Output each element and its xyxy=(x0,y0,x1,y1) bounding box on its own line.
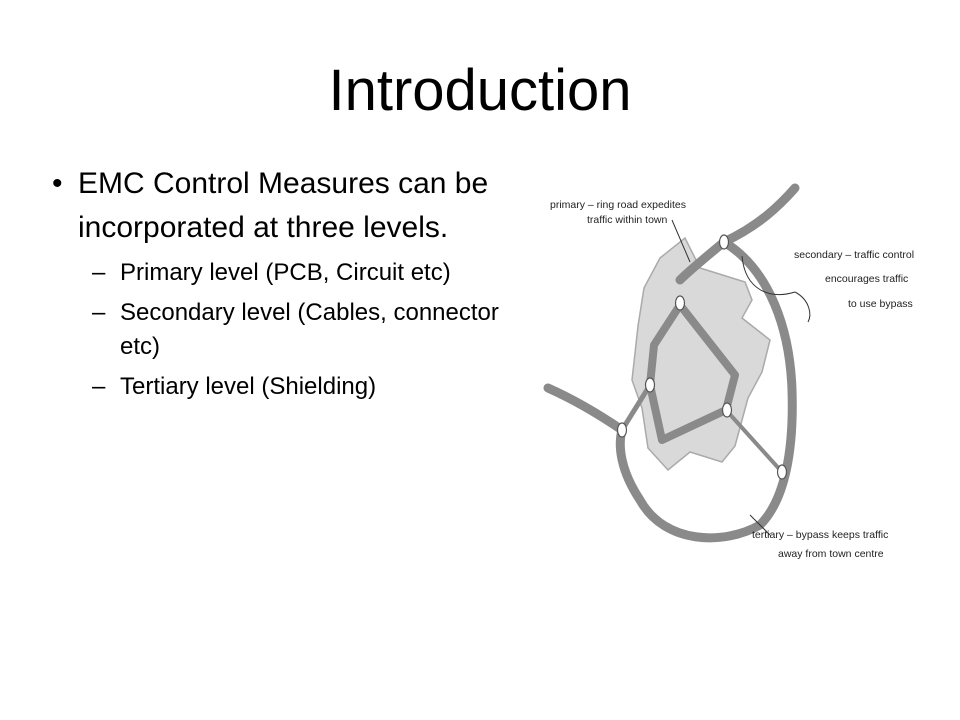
bullet-item: • EMC Control Measures can be incorporat… xyxy=(52,162,512,250)
secondary-label-line1: secondary – traffic control xyxy=(794,249,914,261)
connector-road xyxy=(619,383,653,432)
sub-bullet-marker: – xyxy=(92,299,106,326)
primary-label-line2: traffic within town xyxy=(587,214,667,226)
bullet-marker: • xyxy=(52,167,63,200)
branch-road xyxy=(724,408,784,474)
bypass-road xyxy=(615,237,797,543)
primary-leader xyxy=(671,219,691,263)
tertiary-leader xyxy=(749,514,771,536)
secondary-label-line3: to use bypass xyxy=(848,298,913,310)
junction-node xyxy=(644,377,656,393)
sub-bullet-marker: – xyxy=(92,373,106,400)
sub-bullet-item: – Primary level (PCB, Circuit etc) xyxy=(92,256,512,290)
junction-node xyxy=(718,234,730,250)
emc-levels-diagram: primary – ring road expedites traffic wi… xyxy=(543,183,914,560)
junction-node xyxy=(674,295,686,311)
main-road-left xyxy=(543,383,627,435)
sub-bullet-text: Primary level (PCB, Circuit etc) xyxy=(120,259,451,286)
bullet-list: • EMC Control Measures can be incorporat… xyxy=(52,162,512,404)
slide-title: Introduction xyxy=(328,58,632,123)
sub-bullet-text: Secondary level (Cables, connector etc) xyxy=(120,299,499,360)
ring-road xyxy=(646,301,739,444)
control-arc-inner xyxy=(794,291,811,323)
tertiary-label-line1: tertiary – bypass keeps traffic xyxy=(752,529,888,541)
sub-bullet-item: – Tertiary level (Shielding) xyxy=(92,370,512,404)
sub-bullet-item: – Secondary level (Cables, connector etc… xyxy=(92,296,512,364)
sub-bullet-text: Tertiary level (Shielding) xyxy=(120,373,377,400)
secondary-label-line2: encourages traffic xyxy=(825,273,908,285)
tertiary-label-line2: away from town centre xyxy=(778,548,884,560)
junction-node xyxy=(616,422,628,438)
junction-node xyxy=(721,402,733,418)
main-road-top xyxy=(675,183,800,285)
junction-node xyxy=(776,464,788,480)
primary-label-line1: primary – ring road expedites xyxy=(550,199,686,211)
bullet-text: EMC Control Measures can be incorporated… xyxy=(78,167,489,244)
control-arc xyxy=(741,255,796,296)
sub-bullet-marker: – xyxy=(92,259,106,286)
town-area xyxy=(631,236,771,472)
